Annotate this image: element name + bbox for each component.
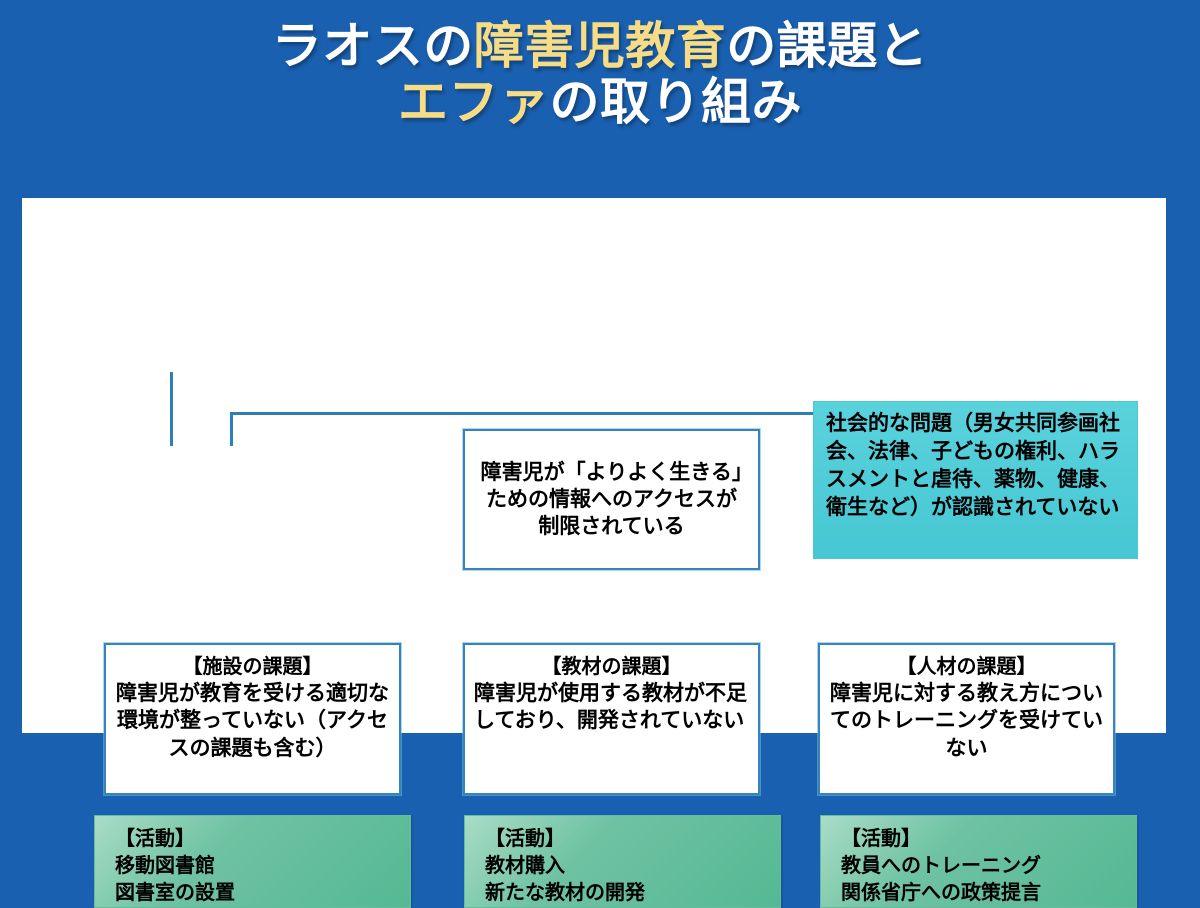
page-title-line-1-white-suffix: の課題と xyxy=(726,18,929,74)
page-title: ラオスの障害児教育の課題と エファの取り組み xyxy=(0,18,1200,130)
diagram-panel: 障害児が「よりよく生きる」ための情報へのアクセスが制限されている 社会的な問題（… xyxy=(22,198,1166,908)
node-root-problem[interactable]: 障害児が「よりよく生きる」ための情報へのアクセスが制限されている xyxy=(463,429,760,570)
page-title-line-1-highlight: 障害児教育 xyxy=(473,18,727,74)
node-activity-human-item-1: 教員へのトレーニング xyxy=(841,854,1041,877)
node-activity-material-item-1: 教材購入 xyxy=(485,854,565,877)
page-title-line-2-highlight: エファ xyxy=(398,74,550,130)
node-social-issue[interactable]: 社会的な問題（男女共同参画社会、法律、子どもの権利、ハラスメントと虐待、薬物、健… xyxy=(813,401,1138,559)
page-title-line-2: エファの取り組み xyxy=(0,74,1200,130)
node-challenge-material-heading: 【教材の課題】 xyxy=(541,656,682,678)
node-challenge-facility[interactable]: 【施設の課題】 障害児が教育を受ける適切な環境が整っていない（アクセスの課題も含… xyxy=(104,643,401,795)
page-title-line-1: ラオスの障害児教育の課題と xyxy=(0,18,1200,74)
node-challenge-material[interactable]: 【教材の課題】 障害児が使用する教材が不足しており、開発されていない xyxy=(463,643,760,795)
node-activity-facility[interactable]: 【活動】 移動図書館 図書室の設置 xyxy=(94,815,411,908)
connector-drop-facility xyxy=(230,412,233,446)
node-activity-human[interactable]: 【活動】 教員へのトレーニング 関係省庁への政策提言 xyxy=(820,815,1137,908)
node-root-problem-text: 障害児が「よりよく生きる」ための情報へのアクセスが制限されている xyxy=(480,460,743,539)
node-activity-facility-item-2: 図書室の設置 xyxy=(115,881,235,904)
node-challenge-human-heading: 【人材の課題】 xyxy=(896,656,1037,678)
node-activity-material[interactable]: 【活動】 教材購入 新たな教材の開発 xyxy=(464,815,781,908)
connector-horizontal-bus xyxy=(230,412,970,415)
connector-root-down xyxy=(170,372,173,414)
node-activity-material-heading: 【活動】 xyxy=(485,828,565,850)
node-activity-human-heading: 【活動】 xyxy=(841,828,921,850)
node-challenge-human[interactable]: 【人材の課題】 障害児に対する教え方についてのトレーニングを受けていない xyxy=(818,643,1115,795)
node-challenge-human-text: 障害児に対する教え方についてのトレーニングを受けていない xyxy=(830,682,1103,760)
node-social-issue-text: 社会的な問題（男女共同参画社会、法律、子どもの権利、ハラスメントと虐待、薬物、健… xyxy=(826,412,1120,519)
node-activity-facility-item-1: 移動図書館 xyxy=(115,854,215,877)
node-challenge-facility-heading: 【施設の課題】 xyxy=(182,656,323,678)
node-activity-facility-heading: 【活動】 xyxy=(115,828,195,850)
node-challenge-material-text: 障害児が使用する教材が不足しており、開発されていない xyxy=(474,682,747,733)
node-activity-material-item-2: 新たな教材の開発 xyxy=(485,881,645,904)
node-activity-human-item-2: 関係省庁への政策提言 xyxy=(841,881,1041,904)
connector-drop-material xyxy=(170,412,173,446)
node-challenge-facility-text: 障害児が教育を受ける適切な環境が整っていない（アクセスの課題も含む） xyxy=(116,682,389,760)
page-title-line-2-white-suffix: の取り組み xyxy=(549,74,802,130)
page-title-line-1-white-prefix: ラオスの xyxy=(271,18,474,74)
